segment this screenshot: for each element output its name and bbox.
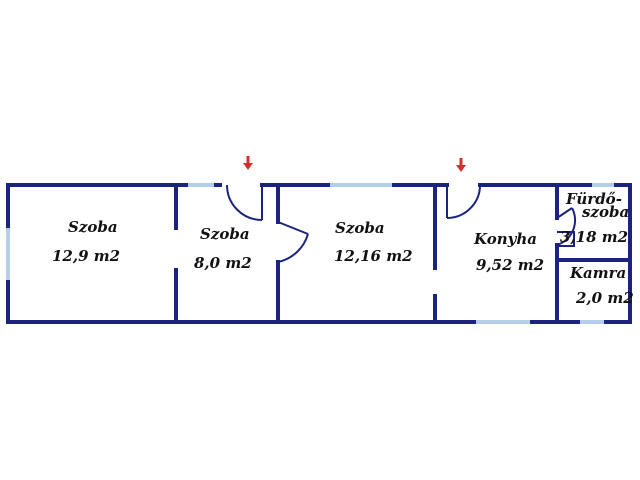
room-6-name: Kamra [569, 264, 626, 282]
doors [226, 184, 577, 263]
room-5-name-line1: Fürdő- [565, 190, 622, 208]
room-3-area: 12,16 m2 [334, 247, 413, 265]
entrance-arrow-left [243, 156, 253, 170]
room-5-name-line2: szoba [582, 203, 629, 221]
room-2-area: 8,0 m2 [194, 254, 252, 272]
room-2-name: Szoba [200, 225, 250, 243]
windows [6, 183, 614, 324]
room-6-area: 2,0 m2 [575, 289, 634, 307]
room-4-area: 9,52 m2 [476, 256, 544, 274]
room-5-area: 3,18 m2 [560, 228, 628, 246]
room-1-area: 12,9 m2 [52, 247, 120, 265]
entrance-arrow-right [456, 158, 466, 172]
interior-walls [174, 183, 632, 324]
room-1-name: Szoba [68, 218, 118, 236]
room-3-name: Szoba [335, 219, 385, 237]
room-4-name: Konyha [473, 230, 537, 248]
